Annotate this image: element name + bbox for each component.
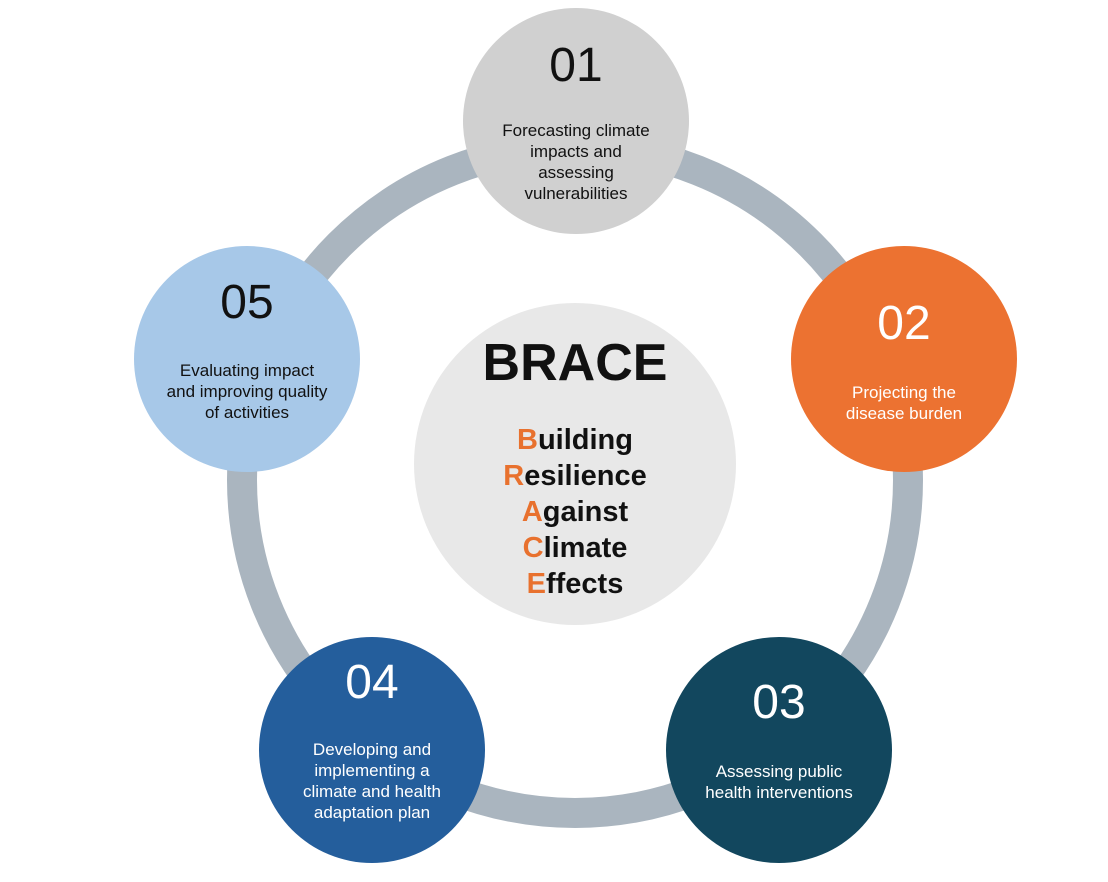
acronym-word-climate: Climate xyxy=(414,530,736,566)
acronym-word-rest: ffects xyxy=(545,568,624,600)
step-circle-05: 05 Evaluating impact and improving quali… xyxy=(134,246,360,472)
center-circle: BRACE Building Resilience Against Climat… xyxy=(414,303,736,625)
acronym-word-rest: gainst xyxy=(542,496,629,528)
step-circle-04: 04 Developing and implementing a climate… xyxy=(259,637,485,863)
acronym-letter: A xyxy=(521,496,543,528)
step-description: Forecasting climate impacts and assessin… xyxy=(502,121,650,203)
acronym-word-resilience: Resilience xyxy=(414,458,736,494)
step-number: 02 xyxy=(877,297,931,350)
acronym-letter: B xyxy=(517,424,538,456)
step-number: 03 xyxy=(752,676,806,729)
acronym-word-effects: Effects xyxy=(414,566,736,602)
acronym-word-rest: uilding xyxy=(537,424,633,456)
step-description: Developing and implementing a climate an… xyxy=(303,740,441,822)
acronym-word-rest: esilience xyxy=(524,460,647,492)
acronym-expansion: Building Resilience Against Climate Effe… xyxy=(414,422,736,602)
step-number: 01 xyxy=(549,39,603,92)
acronym-letter: R xyxy=(503,460,525,492)
acronym-word-against: Against xyxy=(414,494,736,530)
step-circle-02: 02 Projecting the disease burden xyxy=(791,246,1017,472)
step-circle-01: 01 Forecasting climate impacts and asses… xyxy=(463,8,689,234)
acronym-word-rest: limate xyxy=(543,532,628,564)
step-description: Projecting the disease burden xyxy=(845,383,963,423)
center-title: BRACE xyxy=(482,334,668,392)
acronym-letter: E xyxy=(526,568,546,600)
acronym-word-building: Building xyxy=(414,422,736,458)
step-description: Evaluating impact and improving quality … xyxy=(166,361,328,422)
step-circle-03: 03 Assessing public health interventions xyxy=(666,637,892,863)
step-number: 04 xyxy=(345,656,399,709)
step-number: 05 xyxy=(220,276,274,329)
acronym-letter: C xyxy=(522,532,544,564)
step-description: Assessing public health interventions xyxy=(705,762,853,802)
